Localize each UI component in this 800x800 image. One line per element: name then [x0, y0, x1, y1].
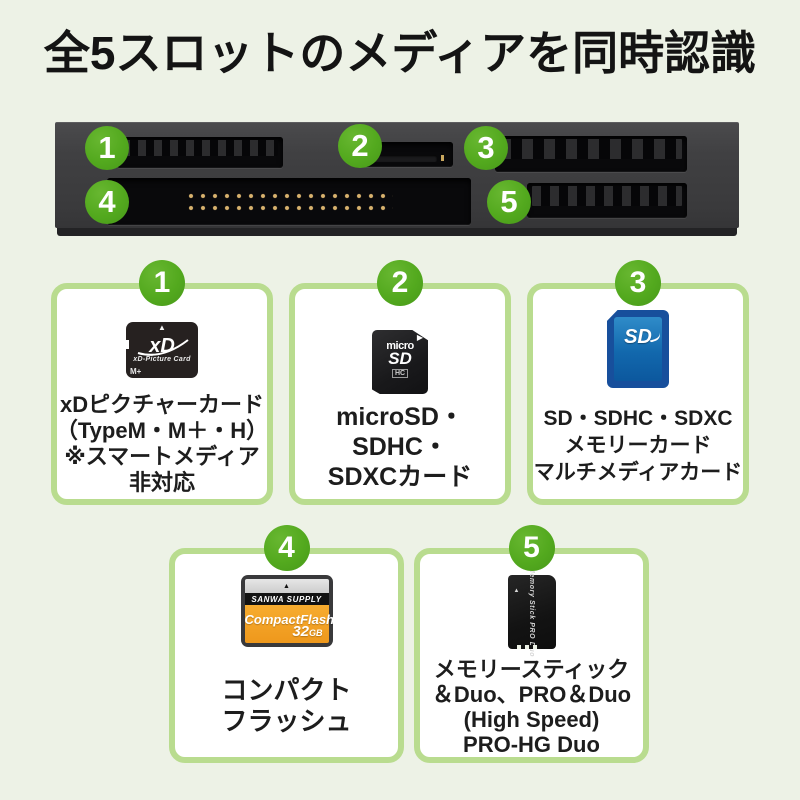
up-triangle-icon: ▲ [158, 323, 166, 332]
media-card-microsd: 2 ▶ micro SD HC microSD・ SDHC・ SDXCカード [289, 260, 511, 505]
card-badge-2: 2 [377, 260, 423, 306]
card-badge-1: 1 [139, 260, 185, 306]
cf-top-strip: ▲ [244, 579, 329, 593]
card-badge-3: 3 [615, 260, 661, 306]
slot-contact [441, 155, 444, 161]
description-line: メモリースティック [433, 657, 630, 682]
slot-badge-2: 2 [338, 124, 382, 168]
description-line: xDピクチャーカード [60, 392, 264, 417]
slot-teeth [122, 140, 278, 157]
microsd-logo: SD [388, 349, 412, 368]
sd-logo: SD [624, 326, 652, 348]
cf-capacity-unit: GB [309, 628, 323, 638]
card-description: xDピクチャーカード （TypeM・M＋・H） ※スマートメディア 非対応 [56, 392, 268, 496]
slot-badge-1: 1 [85, 126, 129, 170]
description-line: SD・SDHC・SDXC [543, 407, 733, 430]
slot-sd [495, 136, 687, 172]
slot-compactflash [107, 178, 471, 225]
slot-badge-3: 3 [464, 126, 508, 170]
sd-card-image: SD [607, 310, 669, 388]
page-title: 全5スロットのメディアを同時認識 [43, 27, 757, 79]
description-line: ※スマートメディア [64, 444, 260, 469]
card-description: メモリースティック ＆Duo、PRO＆Duo (High Speed) PRO-… [432, 657, 631, 757]
sd-card-face [614, 317, 662, 381]
description-line: （TypeM・M＋・H） [55, 418, 269, 443]
card-notch [125, 340, 129, 349]
xd-logo: xD [137, 335, 189, 357]
xd-picture-card-image: ▲ xD xD-Picture Card M+ [125, 322, 198, 378]
description-line: メモリーカード [564, 434, 712, 457]
cf-capacity-number: 32 [292, 623, 309, 640]
card-description: SD・SDHC・SDXC メモリーカード マルチメディアカード [534, 405, 743, 486]
media-card-compactflash: 4 ▲ SANWA SUPPLY CompactFlash 32GB コンパクト… [169, 525, 404, 763]
up-triangle-icon: ▲ [513, 588, 520, 594]
cf-logo: CompactFlash [244, 612, 333, 627]
card-description: microSD・ SDHC・ SDXCカード [328, 402, 472, 492]
description-line: フラッシュ [221, 706, 352, 736]
slot-teeth [500, 139, 682, 159]
media-card-memorystick: 5 ▲ Memory Stick PRO Duo メモリースティック ＆Duo、… [414, 525, 649, 763]
description-line: マルチメディアカード [533, 461, 743, 484]
slot-teeth [532, 186, 682, 207]
xd-marking: M+ [130, 367, 142, 376]
card-badge-4: 4 [263, 525, 310, 571]
slot-badge-4: 4 [85, 180, 129, 224]
memory-stick-label: Memory Stick PRO Duo [528, 566, 535, 658]
up-triangle-icon: ▲ [283, 582, 290, 590]
card-description: コンパクト フラッシュ [221, 675, 351, 737]
card-reader-device: 1 2 3 4 5 [55, 122, 739, 236]
right-triangle-icon: ▶ [416, 333, 423, 342]
microsd-logo-top: micro [386, 340, 414, 352]
slot-inner-line [369, 155, 437, 162]
description-line: SDXCカード [327, 463, 473, 491]
media-card-xd: 1 ▲ xD xD-Picture Card M+ xDピクチャーカード （Ty… [51, 260, 273, 505]
compactflash-card-image: ▲ SANWA SUPPLY CompactFlash 32GB [240, 575, 333, 647]
microsd-logo-sub: HC [391, 369, 409, 378]
slot-pins [185, 189, 393, 214]
description-line: microSD・ [336, 403, 464, 431]
xd-label: xD-Picture Card [133, 356, 191, 363]
description-line: SDHC・ [352, 433, 448, 461]
slot-badge-5: 5 [487, 180, 531, 224]
microsd-card-image: ▶ micro SD HC [372, 330, 428, 394]
description-line: 非対応 [129, 470, 196, 495]
description-line: PRO-HG Duo [463, 732, 600, 757]
cf-body: CompactFlash 32GB [244, 605, 333, 643]
media-cards-row-2: 4 ▲ SANWA SUPPLY CompactFlash 32GB コンパクト… [0, 525, 800, 763]
description-line: (High Speed) [463, 707, 600, 732]
cf-capacity: 32GB [292, 623, 322, 640]
slot-xd [117, 137, 283, 168]
description-line: コンパクト [221, 675, 352, 705]
cf-brand: SANWA SUPPLY [244, 593, 329, 605]
description-line: ＆Duo、PRO＆Duo [431, 682, 632, 707]
media-card-sd: 3 SD SD・SDHC・SDXC メモリーカード マルチメディアカード [527, 260, 749, 505]
card-badge-5: 5 [508, 525, 555, 571]
slot-memorystick [527, 183, 687, 218]
svg-text:xD: xD [148, 335, 175, 357]
memory-stick-image: ▲ Memory Stick PRO Duo [507, 566, 556, 658]
media-cards-row-1: 1 ▲ xD xD-Picture Card M+ xDピクチャーカード （Ty… [0, 260, 800, 505]
